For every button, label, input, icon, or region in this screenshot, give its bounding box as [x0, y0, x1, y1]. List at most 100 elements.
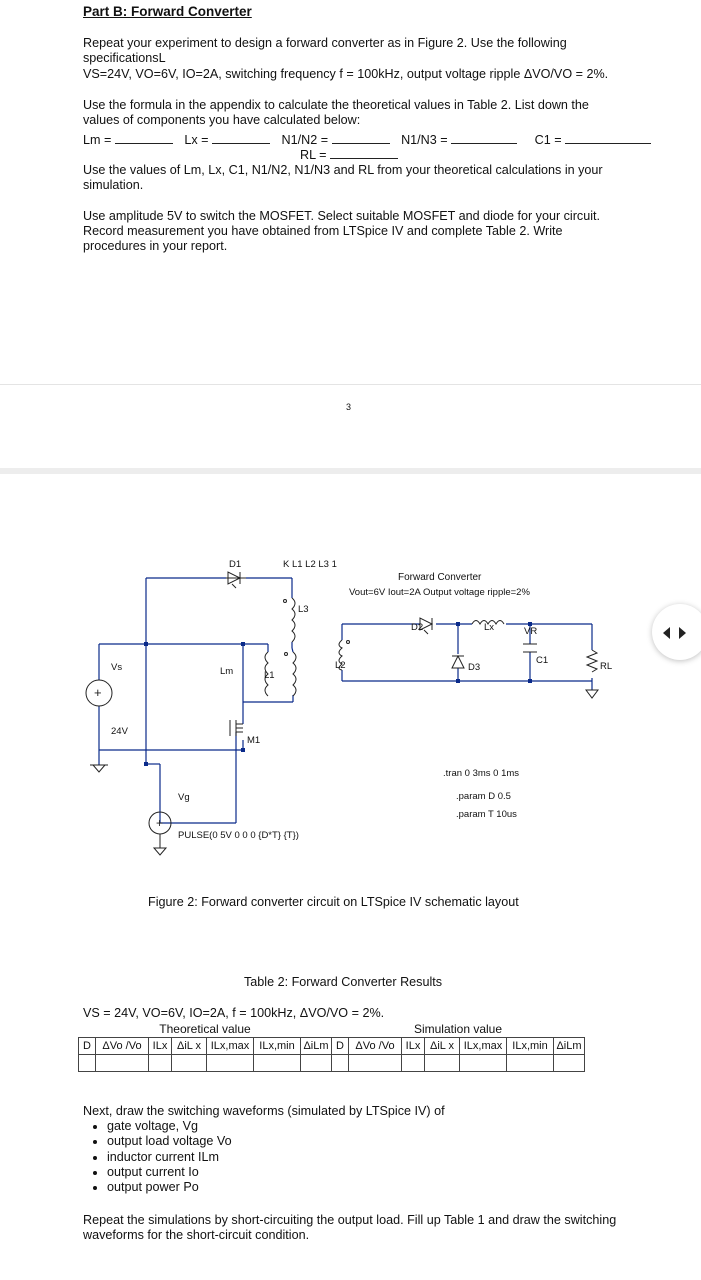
col-header: ILx	[401, 1037, 425, 1055]
label-coupling: K L1 L2 L3 1	[283, 559, 337, 570]
col-header: ILx,min	[506, 1037, 554, 1055]
label-lx: Lx	[484, 622, 494, 633]
list-item: inductor current ILm	[107, 1150, 445, 1165]
table-row	[78, 1054, 585, 1072]
col-header: ILx,min	[253, 1037, 301, 1055]
diode-d1-symbol	[226, 571, 246, 589]
part-title: Part B: Forward Converter	[83, 4, 252, 19]
label-d2: D2	[411, 622, 423, 633]
blank-n13	[451, 131, 518, 144]
label-vs-value: 24V	[111, 726, 129, 737]
diode-d2-symbol	[419, 617, 434, 635]
col-header: D	[331, 1037, 349, 1055]
intro-paragraph-1: Repeat your experiment to design a forwa…	[83, 36, 567, 65]
list-item: gate voltage, Vg	[107, 1119, 445, 1134]
table-specifications: VS = 24V, VO=6V, IO=2A, f = 100kHz, ΔVO/…	[83, 1006, 385, 1020]
inductor-lx-symbol	[471, 620, 505, 626]
label-param-d: .param D 0.5	[456, 791, 511, 802]
label-d3: D3	[468, 662, 480, 673]
table-header-row: D ΔVo /Vo ILx ΔiL x ILx,max ILx,min ΔiLm…	[78, 1037, 585, 1055]
page-number: 3	[346, 402, 352, 412]
diode-d3-symbol	[451, 654, 465, 669]
l2-dot	[346, 640, 350, 644]
label-lm: Lm	[220, 666, 233, 677]
col-header: ΔiLm	[553, 1037, 585, 1055]
mosfet-m1-symbol	[229, 720, 243, 736]
results-table: Theoretical value Simulation value D ΔVo…	[78, 1021, 585, 1072]
page-gap	[0, 468, 701, 474]
inductor-l1-symbol	[292, 651, 297, 697]
col-header: ILx,max	[206, 1037, 254, 1055]
blank-label-c1: C1 =	[534, 133, 562, 147]
label-pulse: PULSE(0 5V 0 0 0 {D*T} {T})	[178, 830, 299, 841]
label-rl: RL	[600, 661, 612, 672]
col-header: D	[78, 1037, 96, 1055]
resistor-rl-symbol	[585, 649, 599, 673]
label-l3: L3	[298, 604, 309, 615]
l3-dot	[283, 599, 287, 603]
label-tran: .tran 0 3ms 0 1ms	[443, 768, 519, 779]
group-theoretical: Theoretical value	[159, 1022, 251, 1036]
final-paragraph: Repeat the simulations by short-circuiti…	[83, 1213, 617, 1242]
specifications-line: VS=24V, VO=6V, IO=2A, switching frequenc…	[83, 67, 609, 81]
col-header: ΔiL x	[424, 1037, 460, 1055]
ground-vs-symbol	[90, 764, 108, 773]
intro-paragraph-3: Use the values of Lm, Lx, C1, N1/N2, N1/…	[83, 163, 603, 192]
schematic-nodes	[144, 622, 532, 766]
label-schematic-subtitle: Vout=6V Iout=2A Output voltage ripple=2%	[349, 587, 530, 598]
col-header: ΔiL x	[171, 1037, 207, 1055]
label-vr: VR	[524, 626, 537, 637]
intro-paragraph-4: Use amplitude 5V to switch the MOSFET. S…	[83, 209, 601, 253]
label-c1: C1	[536, 655, 548, 666]
l1-dot	[284, 652, 288, 656]
label-d1: D1	[229, 559, 241, 570]
inductor-l3-symbol	[291, 597, 296, 643]
blank-n12	[331, 131, 390, 144]
blank-label-n12: N1/N2 =	[281, 133, 329, 147]
blank-lm	[114, 131, 173, 144]
label-l2: L2	[335, 660, 346, 671]
blank-label-n13: N1/N3 =	[401, 133, 448, 147]
waveforms-intro: Next, draw the switching waveforms (simu…	[83, 1104, 445, 1118]
list-item: output power Po	[107, 1180, 445, 1195]
figure-caption: Figure 2: Forward converter circuit on L…	[148, 895, 519, 909]
svg-text:+: +	[94, 685, 102, 700]
blank-label-rl: RL =	[300, 148, 327, 162]
label-param-t: .param T 10us	[456, 809, 517, 820]
group-simulation: Simulation value	[413, 1022, 503, 1036]
svg-text:+: +	[156, 816, 163, 830]
list-item: output current Io	[107, 1165, 445, 1180]
col-header: ΔVo /Vo	[348, 1037, 402, 1055]
blank-label-lx: Lx =	[184, 133, 209, 147]
blank-label-lm: Lm =	[83, 133, 112, 147]
blank-lx	[212, 131, 271, 144]
label-m1: M1	[247, 735, 260, 746]
table-group-row: Theoretical value Simulation value	[79, 1021, 585, 1038]
schematic-wires	[98, 577, 593, 824]
list-item: output load voltage Vo	[107, 1134, 445, 1149]
col-header: ΔVo /Vo	[95, 1037, 149, 1055]
forward-converter-schematic: + + D1 K L1 L2 L	[85, 559, 612, 856]
component-blanks-row-2: RL =	[300, 146, 398, 162]
table-caption: Table 2: Forward Converter Results	[244, 975, 443, 989]
page-nav-button[interactable]	[652, 604, 701, 660]
voltage-source-vs-symbol	[85, 679, 113, 707]
intro-paragraph-2: Use the formula in the appendix to calcu…	[83, 98, 589, 127]
label-l1: L1	[264, 670, 275, 681]
page-break	[0, 384, 701, 473]
waveform-list-section: Next, draw the switching waveforms (simu…	[83, 1104, 445, 1195]
col-header: ILx	[148, 1037, 172, 1055]
col-header: ILx,max	[459, 1037, 507, 1055]
chevron-left-icon[interactable]	[663, 627, 670, 639]
chevron-right-icon[interactable]	[679, 627, 686, 639]
col-header: ΔiLm	[300, 1037, 332, 1055]
ground-vg-symbol	[152, 834, 168, 856]
component-blanks-row-1: Lm = Lx = N1/N2 = N1/N3 = C1 =	[83, 131, 652, 147]
label-vs: Vs	[111, 662, 122, 673]
blank-c1	[565, 131, 652, 144]
label-schematic-title: Forward Converter	[398, 572, 482, 583]
blank-rl	[330, 146, 398, 159]
ground-rl-symbol	[585, 689, 599, 699]
label-vg: Vg	[178, 792, 190, 803]
